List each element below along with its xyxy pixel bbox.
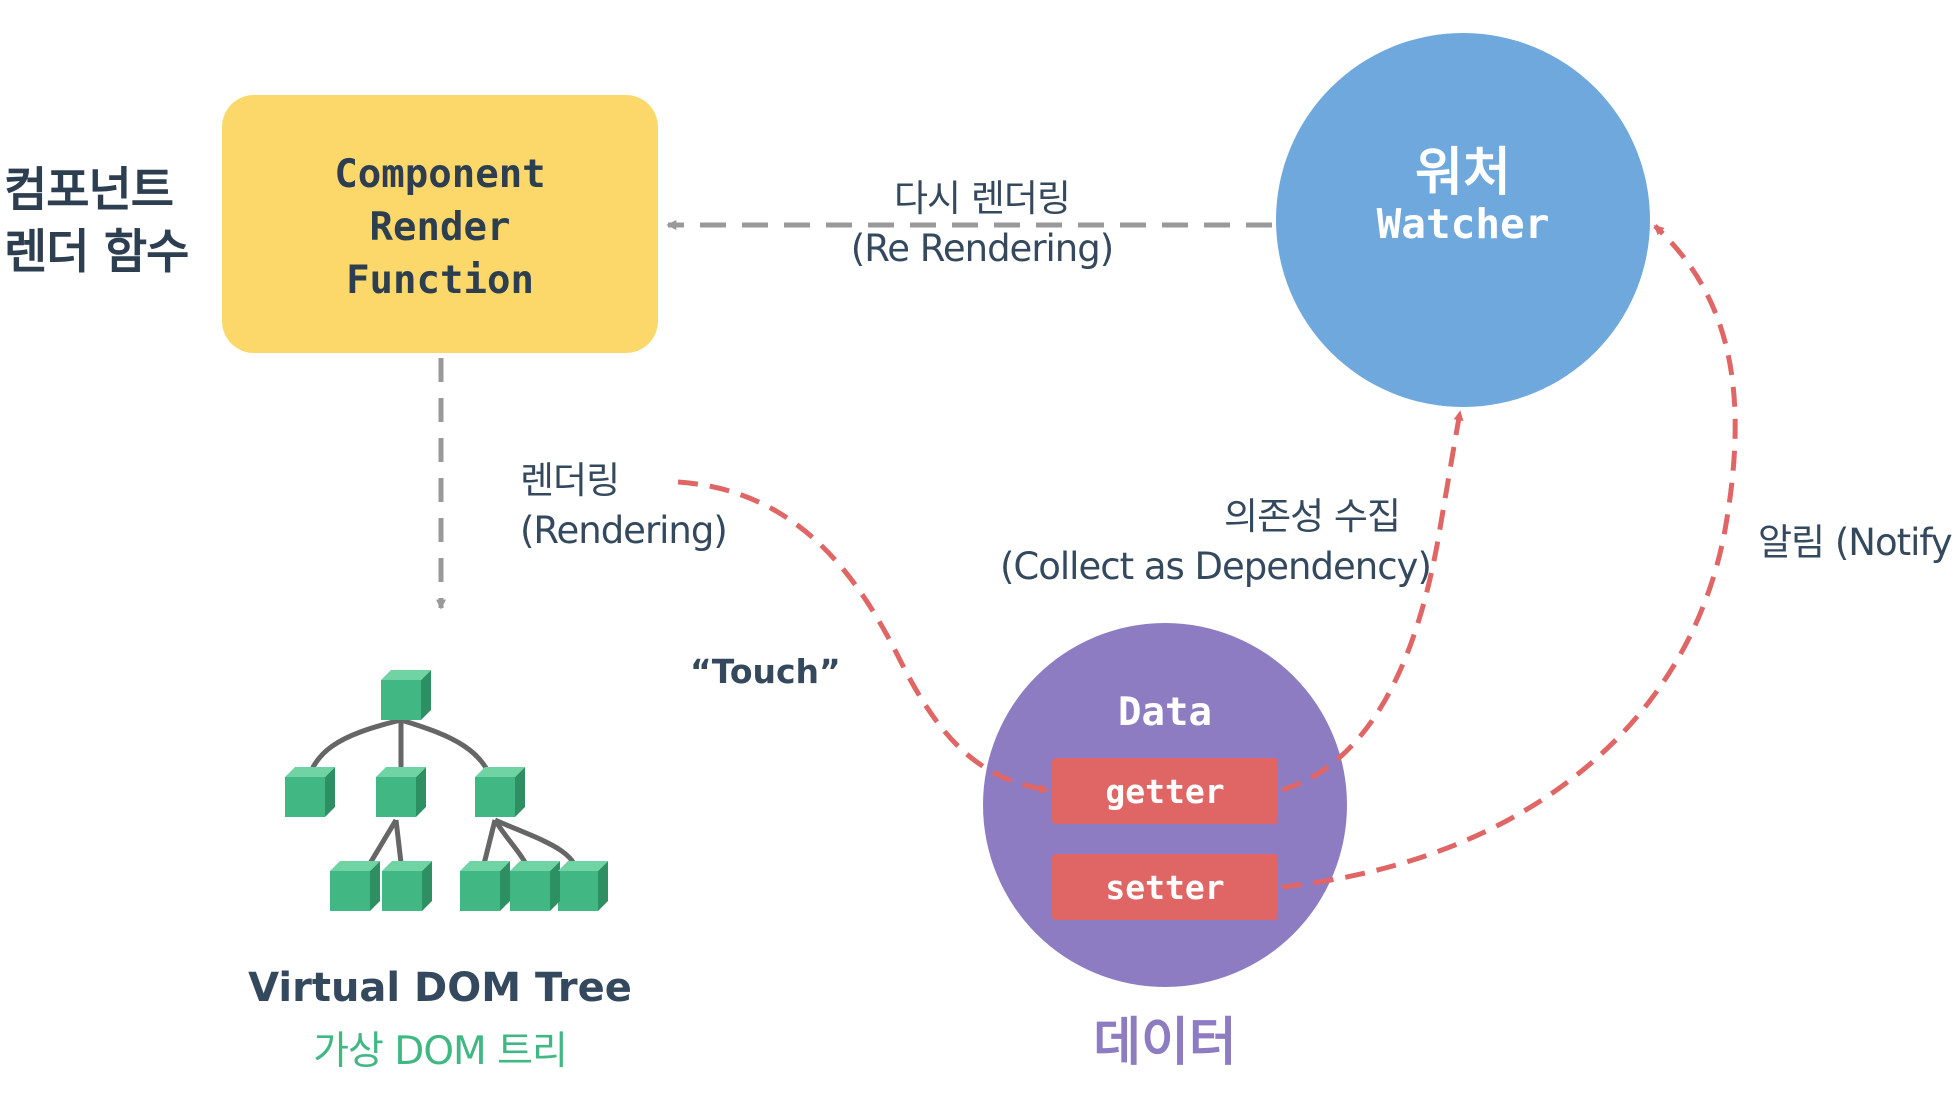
collect-label: 의존성 수집 (Collect as Dependency) xyxy=(1000,492,1432,592)
setter-label: setter xyxy=(1105,868,1225,907)
component-line2: Render xyxy=(369,205,511,250)
side-title-line2: 렌더 함수 xyxy=(4,225,189,280)
render-label-en: (Rendering) xyxy=(520,509,728,552)
rerender-label: 다시 렌더링 (Re Rendering) xyxy=(800,174,1164,274)
data-title: Data xyxy=(1118,690,1212,735)
touch-arrow xyxy=(677,479,1050,794)
collect-label-en: (Collect as Dependency) xyxy=(1000,545,1432,588)
collect-dependency-arrow xyxy=(1281,410,1464,793)
component-label: Component Render Function xyxy=(222,148,658,307)
vdom-label-en: Virtual DOM Tree xyxy=(248,965,632,1011)
side-title: 컴포넌트 렌더 함수 xyxy=(4,160,189,284)
vdom-label-ko: 가상 DOM 트리 xyxy=(313,1029,568,1074)
getter-label: getter xyxy=(1105,772,1225,811)
watcher-label-ko: 워처 xyxy=(1415,143,1511,203)
data-label-ko: 데이터 xyxy=(1093,1013,1237,1073)
getter-pill xyxy=(1052,758,1278,824)
component-line3: Function xyxy=(346,258,534,303)
notify-arrow xyxy=(1281,224,1738,890)
side-title-line1: 컴포넌트 xyxy=(4,163,174,218)
setter-pill xyxy=(1052,854,1278,920)
virtual-dom-tree-icon xyxy=(285,670,608,911)
watcher-label-en: Watcher xyxy=(1376,200,1550,248)
watcher-circle xyxy=(1276,33,1650,407)
rerender-label-en: (Re Rendering) xyxy=(850,227,1114,270)
component-line1: Component xyxy=(334,152,546,197)
render-label-ko: 렌더링 xyxy=(520,459,620,502)
render-label: 렌더링 (Rendering) xyxy=(520,456,728,556)
rerender-label-ko: 다시 렌더링 xyxy=(894,177,1071,220)
touch-label: “Touch” xyxy=(690,652,841,691)
collect-label-ko: 의존성 수집 xyxy=(1224,495,1401,538)
notify-label: 알림 (Notify) xyxy=(1758,521,1953,564)
component-render-box xyxy=(222,95,658,353)
